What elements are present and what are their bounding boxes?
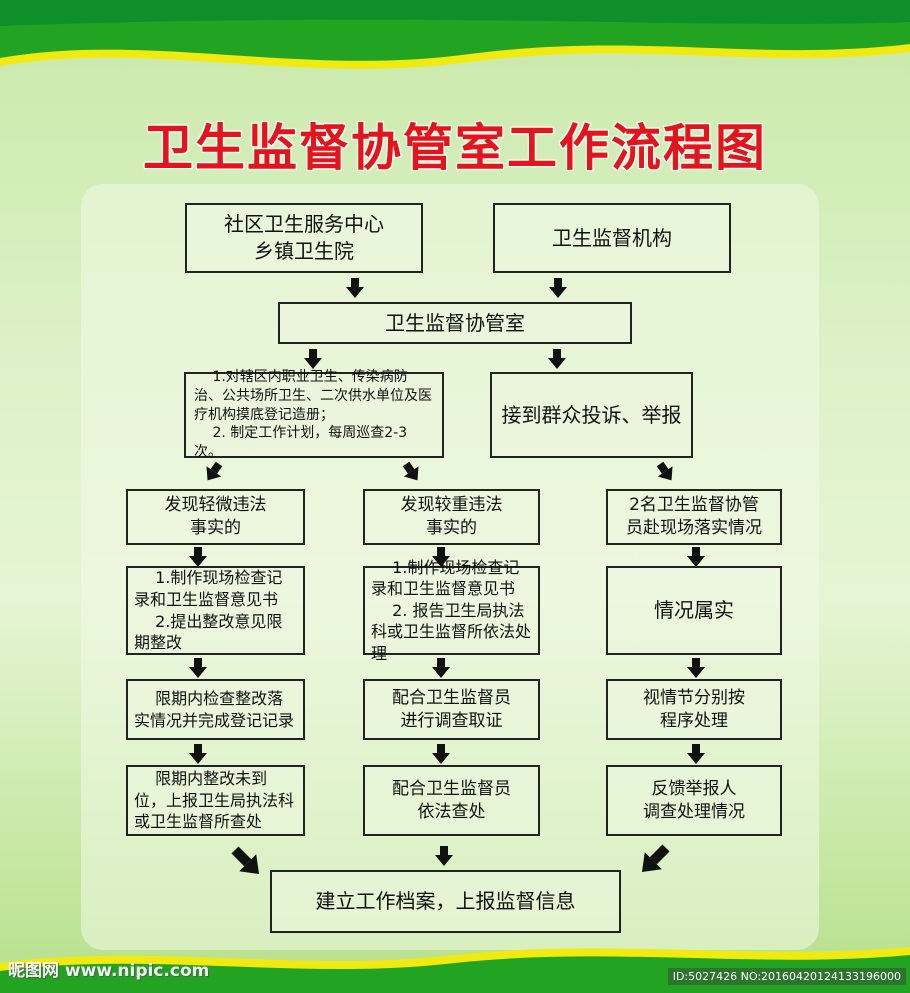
node-public-complaint: 接到群众投诉、举报 bbox=[490, 372, 693, 458]
top-wave-decoration bbox=[0, 0, 910, 69]
node-duties: 1.对辖区内职业卫生、传染病防治、公共场所卫生、二次供水单位及医疗机构摸底登记造… bbox=[184, 369, 444, 460]
bottom-wave-decoration bbox=[0, 947, 910, 993]
page-title: 卫生监督协管室工作流程图 bbox=[143, 119, 767, 177]
watermark-left: 昵图网 www.nipic.com bbox=[8, 961, 210, 981]
node-minor-followup-check: 限期内检查整改落实情况并完成登记记录 bbox=[126, 679, 305, 740]
node-community-health-center: 社区卫生服务中心 乡镇卫生院 bbox=[185, 203, 423, 273]
node-dispatch-inspectors: 2名卫生监督协管 员赴现场落实情况 bbox=[606, 489, 782, 545]
node-health-supervision-agency: 卫生监督机构 bbox=[493, 203, 731, 273]
node-minor-violation: 发现轻微违法 事实的 bbox=[126, 489, 305, 545]
node-serious-inspection-record: 1.制作现场检查记录和卫生监督意见书 2. 报告卫生局执法科或卫生监督所依法处理 bbox=[363, 558, 540, 663]
node-serious-enforcement: 配合卫生监督员 依法查处 bbox=[363, 765, 540, 836]
node-minor-escalate: 限期内整改未到位，上报卫生局执法科或卫生监督所查处 bbox=[126, 765, 305, 836]
node-handle-by-procedure: 视情节分别按 程序处理 bbox=[606, 679, 782, 740]
node-feedback-reporter: 反馈举报人 调查处理情况 bbox=[606, 765, 782, 836]
node-confirmed: 情况属实 bbox=[606, 566, 782, 655]
node-minor-inspection-record: 1.制作现场检查记录和卫生监督意见书 2.提出整改意见限期整改 bbox=[126, 566, 305, 655]
node-serious-violation: 发现较重违法 事实的 bbox=[363, 489, 540, 545]
node-serious-evidence: 配合卫生监督员 进行调查取证 bbox=[363, 679, 540, 740]
node-supervision-office: 卫生监督协管室 bbox=[278, 302, 632, 344]
node-archive-report: 建立工作档案，上报监督信息 bbox=[270, 870, 621, 933]
watermark-right: ID:5027426 NO:20160420124133196000 bbox=[667, 968, 906, 985]
